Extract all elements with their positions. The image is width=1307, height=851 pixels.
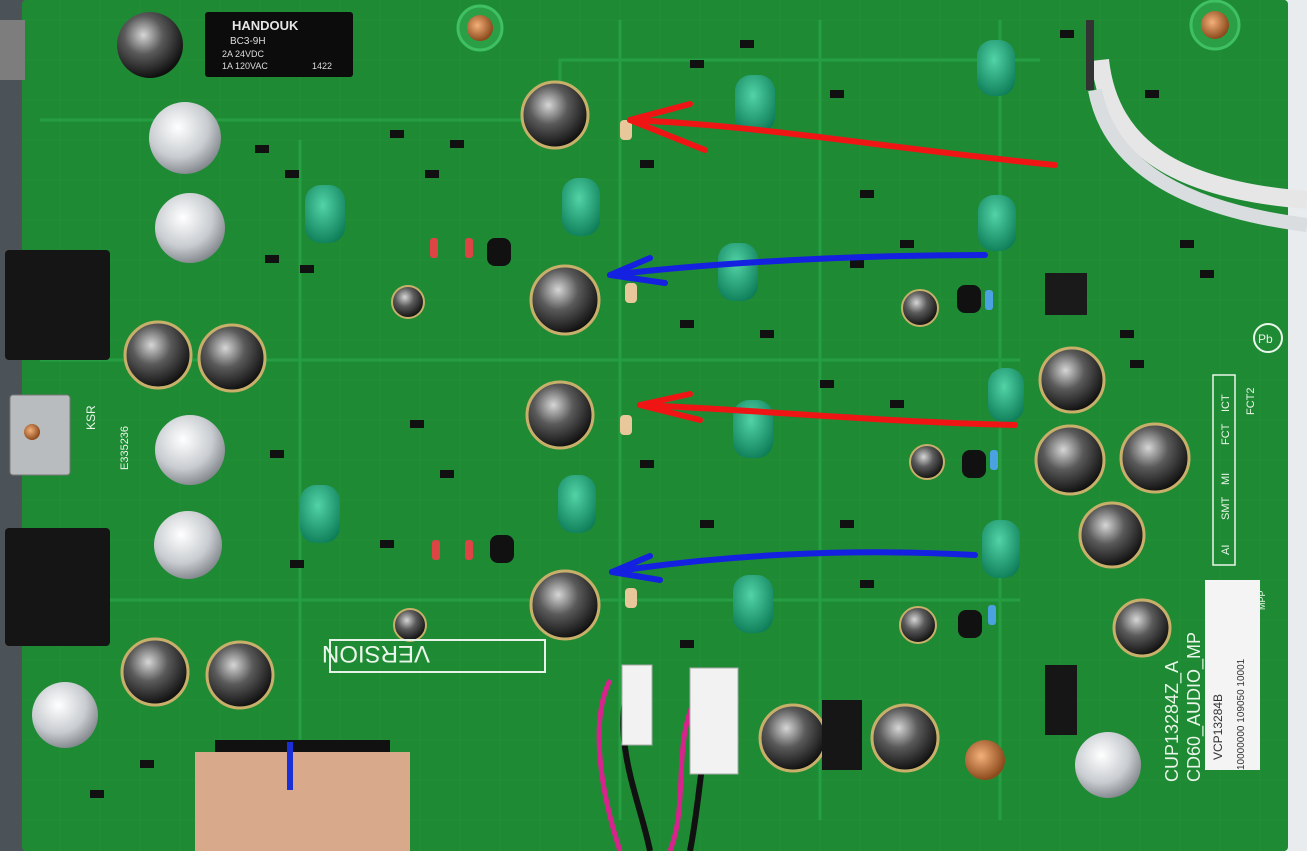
svg-text:FCT2: FCT2	[1245, 388, 1257, 416]
svg-text:SMT: SMT	[1220, 497, 1232, 521]
rca-jacks	[0, 20, 110, 646]
relay: HANDOUK BC3-9H 2A 24VDC 1A 120VAC 1422	[205, 12, 353, 77]
svg-text:HANDOUK: HANDOUK	[232, 18, 299, 33]
silkscreen: VERSION CUP13284Z_A CD60_AUDIO_MP KSR E3…	[84, 323, 1283, 782]
blue-arrow-upper	[607, 252, 988, 286]
svg-text:BC3-9H: BC3-9H	[230, 36, 266, 47]
capacitors-black	[117, 12, 1191, 773]
semiconductors	[487, 238, 1087, 770]
svg-text:AI: AI	[1220, 545, 1232, 555]
svg-text:CD60_AUDIO_MP: CD60_AUDIO_MP	[1184, 632, 1205, 782]
svg-text:ICT: ICT	[1220, 394, 1232, 412]
svg-text:VCP13284B: VCP13284B	[1211, 694, 1225, 760]
resistors	[430, 120, 998, 625]
svg-text:CUP13284Z_A: CUP13284Z_A	[1162, 661, 1183, 782]
red-arrow-middle	[637, 391, 1018, 428]
svg-text:E335236: E335236	[119, 426, 131, 470]
svg-text:MPP: MPP	[1257, 590, 1267, 610]
red-arrow-top	[627, 101, 1058, 168]
svg-text:1A 120VAC: 1A 120VAC	[222, 61, 268, 71]
svg-text:MI: MI	[1220, 473, 1232, 485]
mounting-screws	[456, 0, 1241, 780]
svg-text:1422: 1422	[312, 61, 332, 71]
svg-text:10000000 109050 10001: 10000000 109050 10001	[1236, 658, 1247, 770]
capacitors-silver	[32, 102, 1141, 798]
cables	[195, 20, 1307, 851]
blue-arrow-lower	[609, 549, 978, 583]
svg-text:FCT: FCT	[1220, 423, 1232, 445]
svg-text:VERSION: VERSION	[322, 640, 430, 667]
svg-text:Pb: Pb	[1258, 332, 1273, 346]
svg-text:2A 24VDC: 2A 24VDC	[222, 49, 265, 59]
svg-text:KSR: KSR	[84, 405, 98, 430]
smd-components	[90, 30, 1214, 798]
